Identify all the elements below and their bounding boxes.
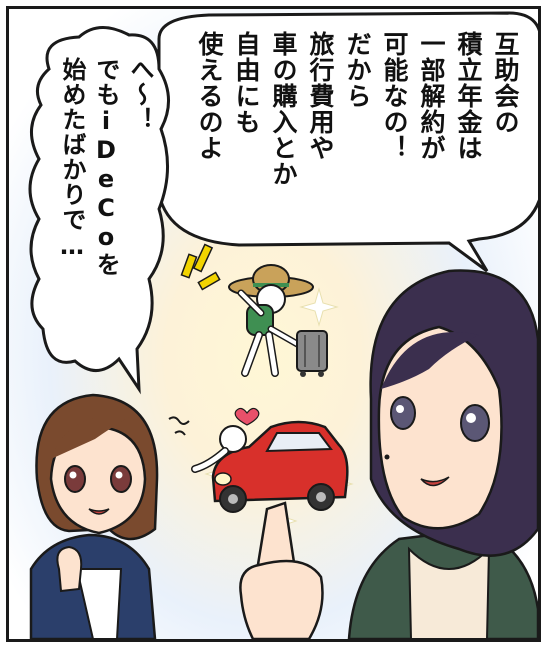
car-icon xyxy=(211,420,349,513)
woman-right xyxy=(347,269,538,639)
suitcase-icon xyxy=(296,330,328,377)
speech-line: 旅行費用や xyxy=(306,31,335,161)
speech-line: 積立年金は xyxy=(454,31,483,161)
speech-line: 車の購入とか xyxy=(269,31,298,187)
traveler-figure xyxy=(228,264,328,377)
panel-illustration xyxy=(28,11,538,639)
speech-line: 互助会の xyxy=(491,31,520,135)
speech-bubble-main-text: 互助会の 積立年金は 一部解約が 可能なの！ だから 旅行費用や 車の購入とか … xyxy=(189,31,522,231)
excitement-lines xyxy=(180,243,221,291)
reply-line: でもiDeCoを xyxy=(92,57,120,277)
speech-bubble-main xyxy=(157,11,538,273)
speech-line: 使えるのよ xyxy=(195,31,224,161)
thought-bubble xyxy=(28,26,171,395)
speech-line: だから xyxy=(343,31,372,109)
manga-panel: 互助会の 積立年金は 一部解約が 可能なの！ だから 旅行費用や 車の購入とか … xyxy=(6,6,541,642)
reply-line: へ～！ xyxy=(126,57,154,132)
reply-line: 始めたばかりで… xyxy=(58,57,86,261)
motion-squiggle xyxy=(168,416,190,436)
speech-line: 可能なの！ xyxy=(380,31,409,161)
speech-line: 自由にも xyxy=(232,31,261,135)
heart-icon xyxy=(234,407,260,426)
pointing-hand xyxy=(239,501,324,639)
speech-line-emphasis: 一部解約が xyxy=(417,31,446,161)
speech-bubble-reply-text: へ～！ でもiDeCoを 始めたばかりで… xyxy=(55,57,157,377)
woman-left xyxy=(29,393,159,639)
car-rider xyxy=(191,425,247,473)
